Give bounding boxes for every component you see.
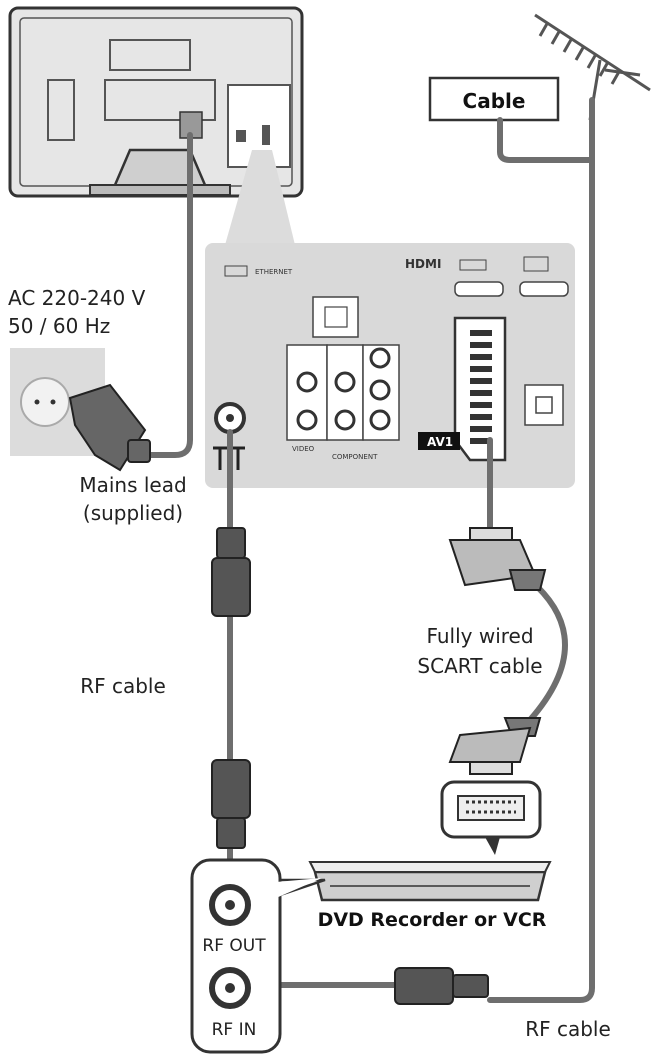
av1-label: AV1 <box>427 435 453 449</box>
rf-cable-left-label: RF cable <box>80 674 166 698</box>
rear-panel: ETHERNET HDMI VIDEO COMPONENT <box>205 243 575 488</box>
scart-cable-label-1: Fully wired <box>426 624 533 648</box>
rf-cable-bottom-label: RF cable <box>525 1017 611 1041</box>
callout-pointer <box>225 150 295 245</box>
rf-terminal-callout <box>190 858 326 1054</box>
video-label: VIDEO <box>292 445 315 453</box>
power-spec-label: AC 220-240 V <box>8 286 146 310</box>
scart-socket-callout <box>440 780 542 855</box>
scart-plug-bottom <box>448 717 542 775</box>
cable-feed-line <box>497 117 593 163</box>
av1-badge <box>418 432 460 450</box>
rf-in-label: RF IN <box>212 1020 257 1040</box>
mains-lead-line <box>127 132 193 458</box>
ethernet-label: ETHERNET <box>255 268 293 276</box>
dvd-recorder <box>308 861 552 902</box>
mains-lead-label: Mains lead <box>79 473 186 497</box>
scart-plug-top <box>448 527 547 591</box>
frequency-label: 50 / 60 Hz <box>8 314 110 338</box>
rf-out-label: RF OUT <box>202 936 266 956</box>
rf-in-plug <box>394 967 489 1005</box>
aerial-feed-line <box>487 97 595 1003</box>
mains-plug <box>68 383 151 472</box>
scart-cable-label-2: SCART cable <box>417 654 542 678</box>
cable-box <box>428 76 560 122</box>
hdmi-logo: HDMI <box>405 257 441 271</box>
cable-label: Cable <box>463 89 526 113</box>
dvd-recorder-label: DVD Recorder or VCR <box>318 909 547 931</box>
component-label: COMPONENT <box>332 453 378 461</box>
mains-lead-supplied-label: (supplied) <box>83 501 183 525</box>
